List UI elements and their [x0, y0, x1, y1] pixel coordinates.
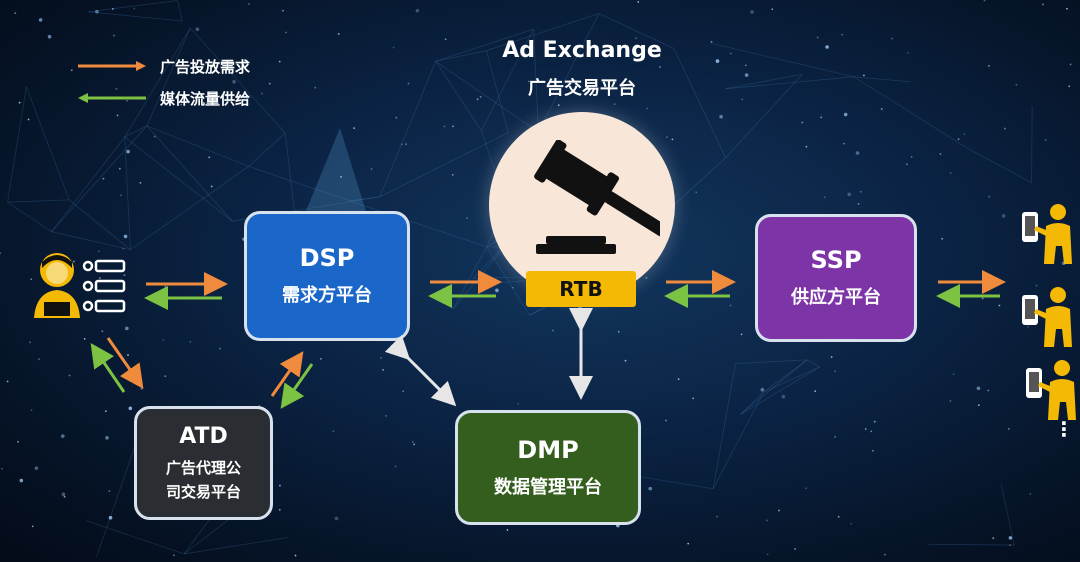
ssp-abbr: SSP: [810, 246, 862, 274]
dmp-node: DMP 数据管理平台: [455, 410, 641, 525]
atd-node: ATD 广告代理公 司交易平台: [134, 406, 273, 520]
orange-arrow-icon: [78, 61, 146, 71]
supply-arrow: [90, 343, 126, 393]
data-arrow: [384, 334, 457, 407]
atd-abbr: ATD: [179, 424, 228, 449]
exchange-title: Ad Exchange 广告交易平台: [482, 36, 682, 104]
legend-item-supply: 媒体流量供给: [76, 82, 250, 114]
dmp-abbr: DMP: [517, 435, 579, 464]
demand-arrow: [270, 351, 304, 397]
dmp-full-name: 数据管理平台: [494, 476, 602, 498]
legend-label-supply: 媒体流量供给: [160, 89, 251, 108]
rtb-badge: RTB: [526, 271, 636, 307]
legend-label-demand: 广告投放需求: [160, 57, 251, 76]
user-phone-icon: [1022, 287, 1072, 347]
legend-item-demand: 广告投放需求: [76, 50, 250, 82]
dsp-full-name: 需求方平台: [282, 285, 372, 306]
legend: 广告投放需求 媒体流量供给: [76, 50, 250, 114]
dsp-node: DSP 需求方平台: [244, 211, 410, 341]
green-arrow-icon: [78, 93, 146, 103]
dsp-abbr: DSP: [299, 244, 355, 272]
user-phone-icon: [1022, 204, 1072, 264]
user-phone-icon: [1026, 360, 1076, 420]
atd-full-name: 广告代理公 司交易平台: [166, 456, 241, 504]
gavel-icon: [534, 140, 660, 254]
ssp-full-name: 供应方平台: [791, 287, 881, 308]
exchange-title-cn: 广告交易平台: [528, 78, 636, 99]
supply-arrow: [280, 363, 314, 409]
advertiser-icon: [34, 253, 126, 318]
atd-full-line1: 广告代理公: [165, 459, 241, 477]
atd-full-line2: 司交易平台: [165, 483, 241, 501]
exchange-title-en: Ad Exchange: [502, 38, 662, 63]
ssp-node: SSP 供应方平台: [755, 214, 917, 342]
exchange-circle: [489, 112, 675, 298]
